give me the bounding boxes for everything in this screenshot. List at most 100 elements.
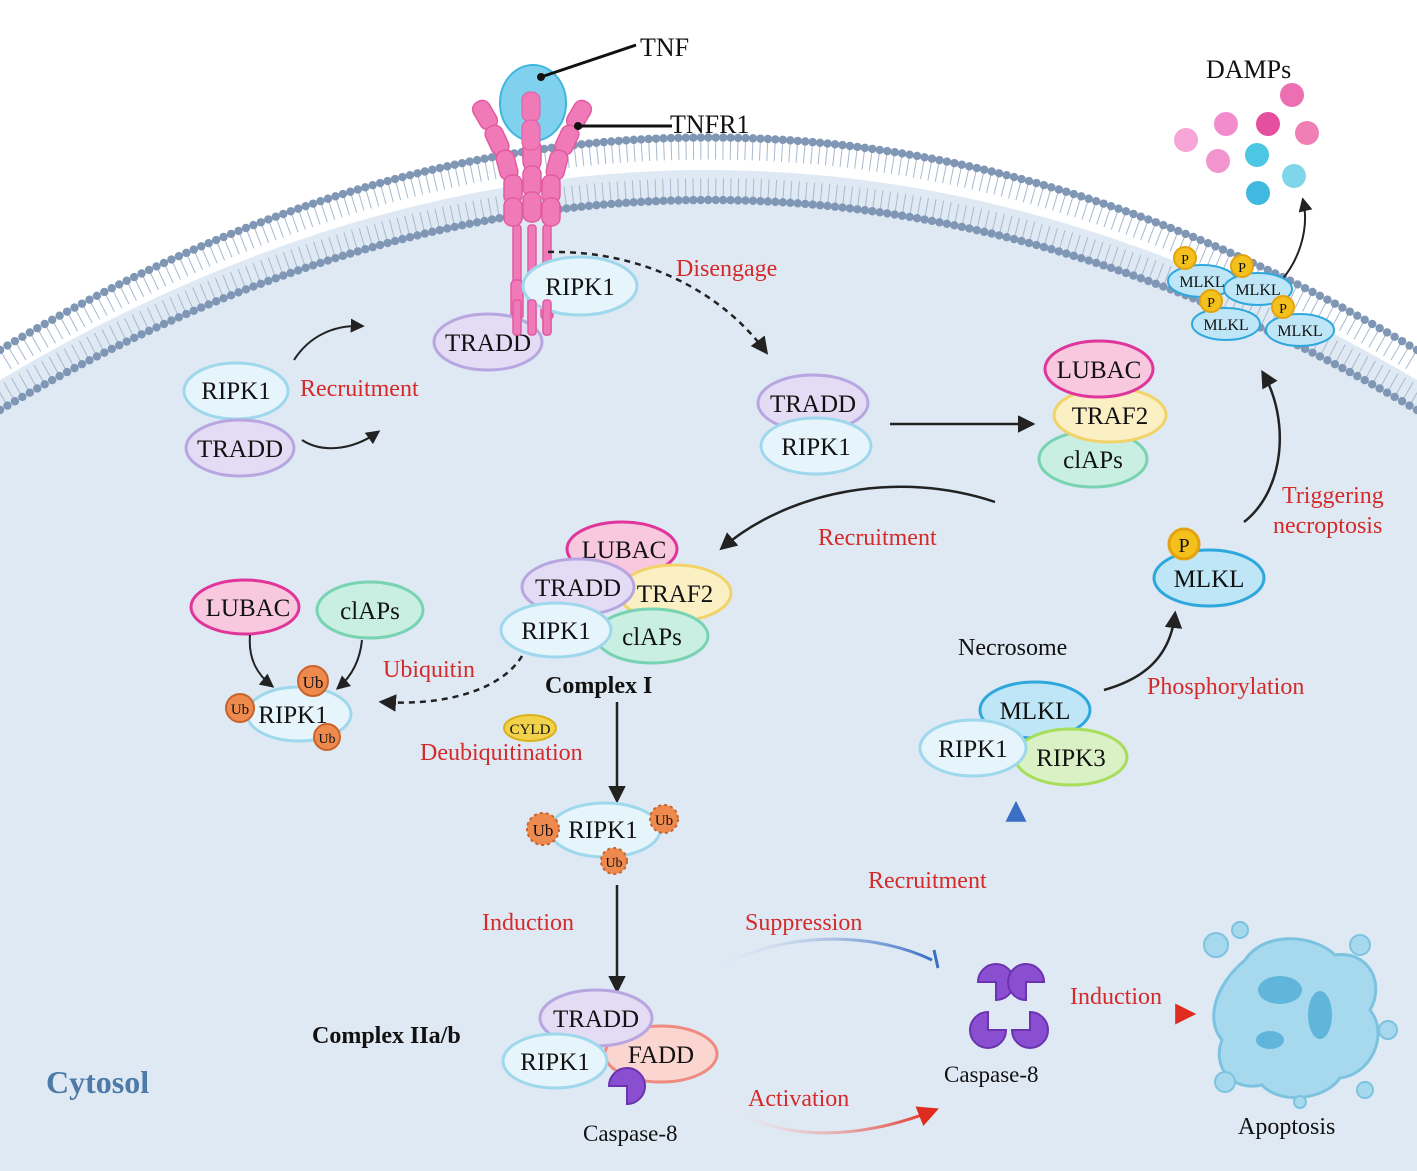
fadd-label: FADD <box>628 1042 694 1069</box>
ub-badge: Ub <box>297 665 329 697</box>
lubac-label: LUBAC <box>206 595 291 622</box>
suppression-line <box>675 937 933 997</box>
lubac-label: LUBAC <box>1057 357 1142 384</box>
ub-badge: Ub <box>225 693 255 723</box>
apoptosis-label: Apoptosis <box>1238 1114 1335 1140</box>
activation-arrow <box>698 1079 939 1135</box>
ciaps-node <box>315 580 425 640</box>
traf2-label: TRAF2 <box>637 581 713 608</box>
mlkl-label: MLKL <box>1174 566 1245 593</box>
deubiquitination-label: Deubiquitination <box>420 740 583 766</box>
mlkl-node <box>1152 548 1266 608</box>
caspase8-icon <box>1010 1010 1049 1049</box>
mlkl-label: MLKL <box>1179 274 1224 291</box>
necrosome-label: Necrosome <box>958 635 1067 661</box>
svg-text:P: P <box>1178 535 1189 557</box>
disengage-arrow <box>547 250 769 355</box>
complex-i: LUBAC TRAF2 TRADD clAPs RIPK1 <box>499 520 733 665</box>
ripk1-label: RIPK1 <box>938 736 1007 763</box>
recruitment-label: Recruitment <box>300 376 419 402</box>
svg-text:Ub: Ub <box>533 821 554 840</box>
svg-text:Ub: Ub <box>318 732 335 747</box>
tradd-label: TRADD <box>553 1006 639 1033</box>
ripk1-label: RIPK1 <box>521 618 590 645</box>
recruitment-label: Recruitment <box>868 868 987 894</box>
triggering-arrow <box>1243 369 1282 523</box>
suppression-label: Suppression <box>745 910 862 936</box>
ub-badge: Ub <box>313 723 341 751</box>
tradd-node <box>184 418 296 478</box>
complex-i-label: Complex I <box>545 673 652 699</box>
ripk3-label: RIPK3 <box>1036 745 1105 772</box>
cyld-label: CYLD <box>510 722 551 738</box>
cytosol-label: Cytosol <box>46 1064 149 1100</box>
damps-particles <box>1174 83 1319 205</box>
caspase8-label: Caspase-8 <box>583 1121 678 1146</box>
induction-label: Induction <box>1070 984 1162 1010</box>
lubac-node <box>189 578 301 636</box>
svg-text:Ub: Ub <box>231 702 249 718</box>
ripk1-node <box>918 718 1028 778</box>
tnf-label: TNF <box>640 33 689 62</box>
necrosome-complex: MLKL RIPK3 RIPK1 <box>918 680 1129 787</box>
recruitment-arrow <box>301 430 381 450</box>
ripk1-node <box>521 255 639 317</box>
complex-ii-label: Complex IIa/b <box>312 1023 461 1049</box>
caspase8-cluster <box>969 963 1049 1049</box>
svg-text:Ub: Ub <box>655 813 673 829</box>
svg-text:P: P <box>1181 253 1189 268</box>
triggering-label: necroptosis <box>1273 513 1382 539</box>
recruitment-label: Recruitment <box>818 525 937 551</box>
cyld-enzyme: CYLD <box>503 714 557 742</box>
svg-text:Ub: Ub <box>605 856 622 871</box>
ub-badge-removed: Ub <box>600 847 628 875</box>
ripk1-label: RIPK1 <box>545 274 614 301</box>
ripk1-node <box>501 1032 609 1090</box>
svg-text:P: P <box>1279 302 1287 317</box>
ripk1-label: RIPK1 <box>568 817 637 844</box>
mlkl-pore: MLKL MLKL MLKL MLKL P P P P <box>1167 246 1335 347</box>
ripk1-label: RIPK1 <box>201 378 270 405</box>
tradd-label: TRADD <box>197 436 283 463</box>
ubiquitination-arrow <box>335 639 363 690</box>
caspase8-icon <box>976 963 1015 1002</box>
tradd-label: TRADD <box>535 575 621 602</box>
caspase8-label: Caspase-8 <box>944 1062 1039 1087</box>
recruitment-arrow <box>293 318 365 361</box>
caspase8-icon <box>607 1067 646 1106</box>
mlkl-label: MLKL <box>1235 282 1280 299</box>
ub-badge-removed: Ub <box>526 812 560 846</box>
svg-text:Ub: Ub <box>303 673 324 692</box>
ripk1-label: RIPK1 <box>258 702 327 729</box>
recruitment-arrow <box>719 485 996 551</box>
tradd-label: TRADD <box>770 391 856 418</box>
phosphate-badge: P <box>1230 254 1254 278</box>
phosphorylation-label: Phosphorylation <box>1147 674 1304 700</box>
ripk1-node <box>499 601 613 659</box>
svg-text:P: P <box>1207 296 1215 311</box>
ripk1-label: RIPK1 <box>520 1049 589 1076</box>
ripk1-label: RIPK1 <box>781 434 850 461</box>
traf2-label: TRAF2 <box>1072 403 1148 430</box>
phosphate-badge: P <box>1173 246 1197 270</box>
damps-release-arrow <box>1279 197 1313 283</box>
ciaps-label: clAPs <box>1063 447 1123 474</box>
apoptotic-cell-icon <box>1203 921 1398 1109</box>
triggering-label: Triggering <box>1282 483 1384 509</box>
phosphorylation-arrow <box>1103 610 1183 692</box>
disengage-label: Disengage <box>676 256 777 282</box>
caspase8-icon <box>969 1010 1008 1049</box>
ciaps-label: clAPs <box>340 598 400 625</box>
ub-badge-removed: Ub <box>649 804 679 834</box>
tnfr1-label: TNFR1 <box>670 110 749 139</box>
mlkl-label: MLKL <box>1000 698 1071 725</box>
phosphate-badge: P <box>1271 295 1295 319</box>
ubiquitin-arrow <box>378 655 524 712</box>
ciaps-label: clAPs <box>622 624 682 651</box>
phosphate-badge: P <box>1167 527 1201 561</box>
mlkl-label: MLKL <box>1277 323 1322 340</box>
caspase8-icon <box>1007 963 1046 1002</box>
complex-iia-b: FADD TRADD RIPK1 <box>501 988 719 1106</box>
